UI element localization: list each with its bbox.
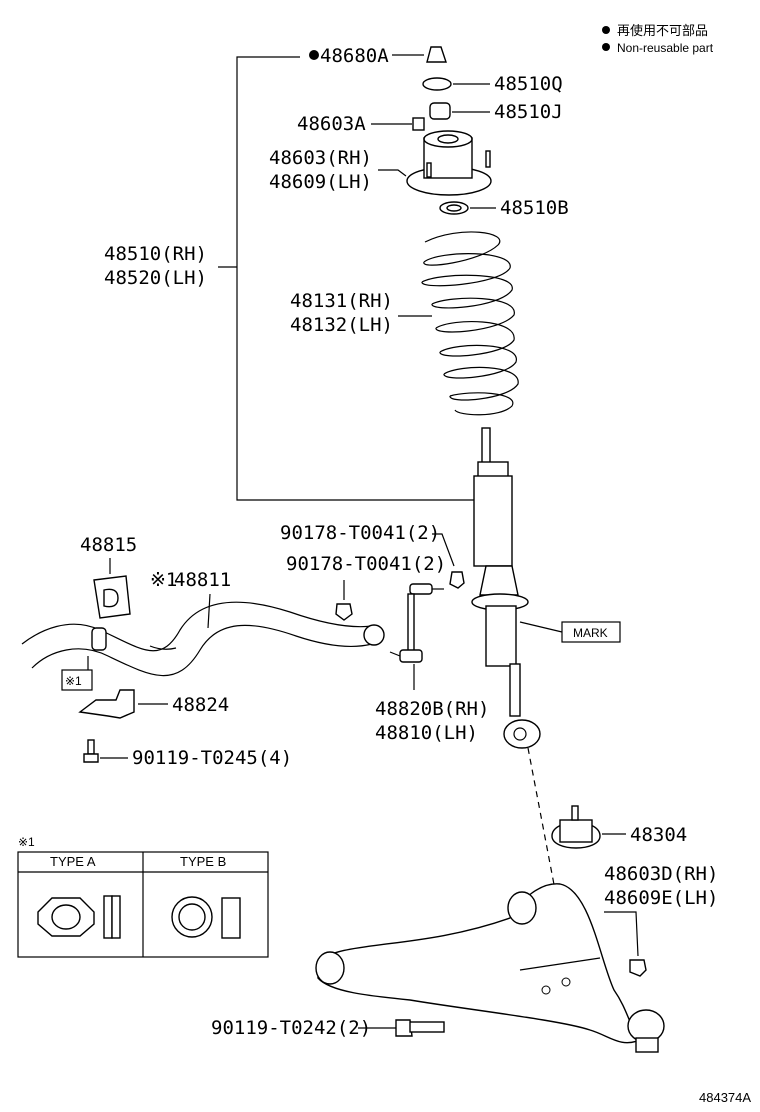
legend: 再使用不可部品 Non-reusable part xyxy=(602,23,714,55)
part-48815-bushing[interactable]: 48815 xyxy=(80,534,137,619)
part-48811-stabilizer-bar[interactable]: ※1 48811 ※1 xyxy=(21,569,385,691)
label-90119b: 90119-T0242(2) xyxy=(211,1017,371,1039)
part-48304-bound-bumper[interactable]: 48304 xyxy=(551,805,687,849)
part-48510B[interactable]: 48510B xyxy=(439,197,569,219)
label-48510Q: 48510Q xyxy=(494,73,563,95)
label-48603D: 48603D(RH) xyxy=(604,863,718,885)
lower-control-arm xyxy=(315,883,665,1053)
shock-absorber xyxy=(471,427,541,749)
label-48609: 48609(LH) xyxy=(269,171,372,193)
label-48609E: 48609E(LH) xyxy=(604,887,718,909)
label-48815: 48815 xyxy=(80,534,137,556)
label-48510B: 48510B xyxy=(500,197,569,219)
mark-callout: MARK xyxy=(519,621,621,643)
label-90178b: 90178-T0041(2) xyxy=(286,553,446,575)
legend-en: Non-reusable part xyxy=(617,41,714,55)
part-48603D-nut[interactable]: 48603D(RH) 48609E(LH) xyxy=(604,863,718,977)
part-48603-upper-support[interactable]: 48603(RH) 48609(LH) xyxy=(269,130,492,196)
part-48510Q[interactable]: 48510Q xyxy=(422,73,563,95)
label-90119a: 90119-T0245(4) xyxy=(132,747,292,769)
label-48304: 48304 xyxy=(630,824,687,846)
part-90119-T0245-bolt[interactable]: 90119-T0245(4) xyxy=(83,739,292,769)
part-48510J[interactable]: 48510J xyxy=(429,101,563,123)
non-reusable-dot-icon xyxy=(602,26,610,34)
type-a-header: TYPE A xyxy=(50,854,96,869)
legend-ja: 再使用不可部品 xyxy=(617,23,708,38)
label-90178a: 90178-T0041(2) xyxy=(280,522,440,544)
part-90119-T0242-bolt[interactable]: 90119-T0242(2) xyxy=(211,1017,445,1039)
part-48603A[interactable]: 48603A xyxy=(297,113,425,135)
label-48810: 48810(LH) xyxy=(375,722,478,744)
svg-text:※1: ※1 xyxy=(65,674,82,688)
svg-text:48510(RH): 48510(RH) xyxy=(104,243,207,265)
strut-assembly-bracket xyxy=(236,56,478,501)
label-48132: 48132(LH) xyxy=(290,314,393,336)
type-table-note: ※1 xyxy=(18,835,35,849)
label-48510J: 48510J xyxy=(494,101,563,123)
type-b-header: TYPE B xyxy=(180,854,226,869)
part-90178-T0041-b[interactable]: 90178-T0041(2) xyxy=(286,553,446,621)
non-reusable-dot-icon xyxy=(309,50,319,60)
non-reusable-dot-icon xyxy=(602,43,610,51)
part-48824-bracket[interactable]: 48824 xyxy=(78,689,229,719)
label-48811: 48811 xyxy=(174,569,231,591)
part-90178-T0041-a[interactable]: 90178-T0041(2) xyxy=(280,522,465,589)
part-48131-coil-spring[interactable]: 48131(RH) 48132(LH) xyxy=(290,231,519,416)
label-48131: 48131(RH) xyxy=(290,290,393,312)
label-48811-note: ※1 xyxy=(150,569,177,591)
label-48603: 48603(RH) xyxy=(269,147,372,169)
svg-text:48520(LH): 48520(LH) xyxy=(104,267,207,289)
figure-id: 484374A xyxy=(699,1090,751,1105)
type-table: ※1 TYPE A TYPE B xyxy=(17,835,269,958)
part-48820B-stabilizer-link[interactable]: 48820B(RH) 48810(LH) xyxy=(375,583,489,744)
label-48824: 48824 xyxy=(172,694,229,716)
label-48820B: 48820B(RH) xyxy=(375,698,489,720)
mark-label: MARK xyxy=(573,626,608,640)
label-48680A: 48680A xyxy=(320,45,389,67)
note-box-1 xyxy=(61,669,93,691)
part-48680A[interactable]: 48680A xyxy=(309,45,447,67)
label-48603A: 48603A xyxy=(297,113,366,135)
label-strut-assembly: 48510(RH) 48520(LH) xyxy=(104,243,207,289)
